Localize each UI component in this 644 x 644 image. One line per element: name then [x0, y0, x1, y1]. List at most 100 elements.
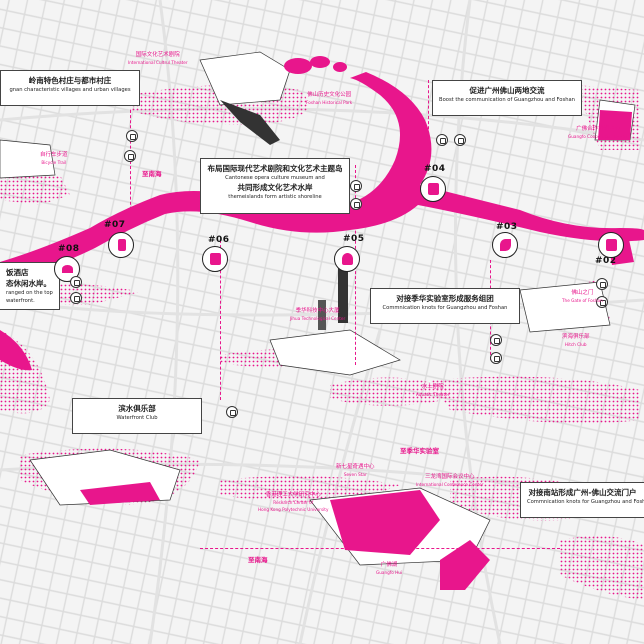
place-jihua-zh: 季华科技中心大厦: [295, 308, 340, 314]
callout-service-zh: 对接季华实验室形成服务组团: [396, 294, 494, 303]
callout-communication: 促进广州佛山两地交流 Boost the communication of Gu…: [432, 80, 582, 116]
place-park: 佛山历史文化公园 Foshan Historical Park: [306, 92, 352, 106]
exchange-icon: [490, 352, 502, 364]
node-03[interactable]: [492, 232, 518, 258]
node-label-03: #03: [496, 222, 518, 232]
place-hitch: 滨海俱乐部 Hitch Club: [562, 334, 590, 348]
theater-icon: [210, 253, 221, 265]
place-hitch-zh: 滨海俱乐部: [562, 334, 590, 340]
hotel-small-icon: [70, 276, 82, 288]
direction-nanhai-top: 至南海: [142, 170, 162, 178]
place-guangfo-zh: 广佛合作协调中心: [576, 126, 621, 132]
island-icon: [350, 198, 362, 210]
node-05[interactable]: [334, 246, 360, 272]
place-sevenstar-en: Seven Star: [343, 472, 367, 477]
building-accents: [80, 56, 634, 590]
waterfront-icon: [70, 292, 82, 304]
place-guangfohui-zh: 广佛湖: [380, 562, 398, 568]
node-label-05: #05: [343, 234, 365, 244]
leader-bottom: [200, 548, 560, 549]
place-conference-zh: 三龙湾国际会议中心: [424, 474, 475, 480]
place-gate-zh: 佛山之门: [571, 290, 594, 296]
callout-service: 对接季华实验室形成服务组团 Commnication knots for Gua…: [370, 288, 520, 324]
place-hitch-en: Hitch Club: [564, 342, 587, 347]
place-guangfo: 广佛合作协调中心 Guangfo Cooperation Center: [568, 126, 628, 140]
place-jihua-en: Jihua Technological Center: [290, 316, 346, 321]
direction-lab: 至季华实验室: [400, 447, 439, 455]
place-polyu: 香港理工大学研究中心 Research Center of Hong Kong …: [258, 492, 328, 513]
callout-hotel-zh2: 态休闲水岸。: [6, 279, 51, 288]
lab-icon: [490, 334, 502, 346]
callout-opera-zh2: 共同形成文化艺术水岸: [237, 183, 313, 192]
node-label-07: #07: [104, 220, 126, 230]
direction-nanhai-bottom: 至南海: [248, 556, 268, 564]
place-guangfohui: 广佛湖 Guangfo Hui: [376, 562, 402, 576]
callout-gateway: 对接南站形成广州-佛山交流门户 Commnication knots for G…: [520, 482, 644, 518]
place-bicycle-en: Bicycle Trail: [41, 160, 67, 165]
node-06[interactable]: [202, 246, 228, 272]
callout-hotel-en: ranged on the top: [6, 290, 53, 296]
node-07[interactable]: [108, 232, 134, 258]
node-label-08: #08: [58, 244, 80, 254]
node-02[interactable]: [598, 232, 624, 258]
leaf-icon: [500, 239, 511, 251]
place-gate-en: The Gate of Foshan: [562, 298, 603, 303]
place-theater-zh: 国际文化艺术剧院: [135, 52, 180, 58]
callout-villages: 岭南特色村庄与都市村庄 gnan characteristic villages…: [0, 70, 140, 106]
callout-communication-zh: 促进广州佛山两地交流: [469, 86, 545, 95]
place-guangfohui-en: Guangfo Hui: [376, 570, 403, 575]
callout-club-zh: 滨水俱乐部: [118, 404, 156, 413]
leader-07: [130, 110, 131, 220]
place-aquatic-en: Aquatic Theater: [416, 392, 450, 397]
callout-hotel-zh: 饭酒店: [6, 268, 29, 277]
callout-club-en: Waterfront Club: [116, 415, 158, 421]
place-gate: 佛山之门 The Gate of Foshan: [562, 290, 603, 304]
place-jihua: 季华科技中心大厦 Jihua Technological Center: [290, 308, 345, 322]
callout-communication-en: Boost the communication of Guangzhou and…: [439, 97, 575, 103]
building-icon: [428, 183, 439, 195]
river-inlet: [0, 330, 32, 371]
callout-hotel-en2: waterfront.: [6, 298, 35, 304]
callout-gateway-en: Commnication knots for Guangzhou and Fos…: [527, 499, 644, 505]
callout-service-en: Commnication knots for Guangzhou and Fos…: [382, 305, 508, 311]
village-icon: [118, 239, 126, 251]
tower-icon: [342, 253, 353, 265]
leader-04: [428, 80, 429, 160]
place-theater-en: International Cultrul Theater: [128, 60, 188, 65]
place-park-zh: 佛山历史文化公园: [307, 92, 352, 98]
place-polyu-en2: Hong Kong Polytechnic University: [258, 507, 329, 512]
place-sevenstar: 新七星奇遇中心 Seven Star: [336, 464, 375, 478]
callout-villages-zh: 岭南特色村庄与都市村庄: [28, 76, 112, 85]
club-icon: [226, 406, 238, 418]
place-theater: 国际文化艺术剧院 International Cultrul Theater: [128, 52, 188, 66]
gate-small-icon: [596, 278, 608, 290]
callout-gateway-zh: 对接南站形成广州-佛山交流门户: [528, 488, 637, 497]
callout-opera-en2: themeislands form artistic shoreline: [228, 194, 322, 200]
place-guangfo-en: Guangfo Cooperation Center: [568, 134, 629, 139]
place-aquatic: 水上剧院 Aquatic Theater: [416, 384, 449, 398]
place-sevenstar-zh: 新七星奇遇中心: [336, 464, 375, 470]
leader-06: [220, 240, 221, 400]
node-label-06: #06: [208, 235, 230, 245]
node-label-02: #02: [595, 256, 617, 266]
node-04[interactable]: [420, 176, 446, 202]
callout-club: 滨水俱乐部 Waterfront Club: [72, 398, 202, 434]
place-conference: 三龙湾国际会议中心 International Conference Cente…: [416, 474, 483, 488]
place-aquatic-zh: 水上剧院: [421, 384, 444, 390]
gate-icon: [606, 239, 617, 251]
tree-icon: [124, 150, 136, 162]
place-bicycle: 自行车步道 Bicycle Trail: [40, 152, 68, 166]
node-label-04: #04: [424, 164, 446, 174]
callout-hotel: 饭酒店 态休闲水岸。 ranged on the top waterfront.: [0, 262, 60, 310]
place-conference-en: International Conference Center: [416, 482, 484, 487]
landmark-icon: [126, 130, 138, 142]
place-park-en: Foshan Historical Park: [306, 100, 353, 105]
place-polyu-zh: 香港理工大学研究中心: [265, 492, 321, 498]
opera-icon: [350, 180, 362, 192]
callout-villages-en: gnan characteristic villages and urban v…: [9, 87, 131, 93]
callout-opera-en: Cantonese opera culture museum and: [225, 175, 325, 181]
hotel-icon: [62, 265, 73, 273]
place-bicycle-zh: 自行车步道: [40, 152, 68, 158]
callout-opera: 布局国际现代艺术剧院和文化艺术主题岛 Cantonese opera cultu…: [200, 158, 350, 214]
